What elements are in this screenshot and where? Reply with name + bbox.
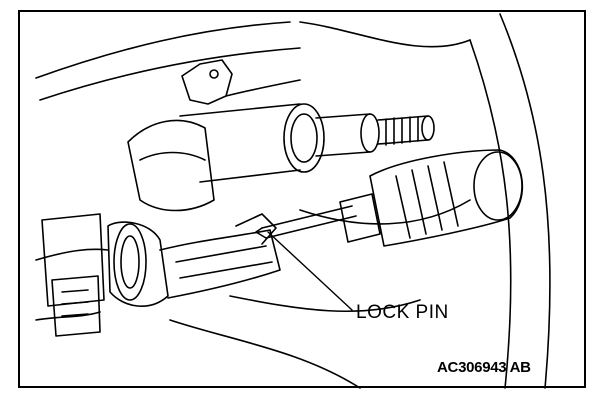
switch-housing-detail <box>139 151 206 161</box>
dash-curve-upper-2 <box>39 47 301 101</box>
connector-face-inner <box>120 235 140 289</box>
screwdriver-shaft-bottom <box>265 215 357 239</box>
harness-pins <box>61 289 89 317</box>
harness-block-2 <box>51 275 101 337</box>
connector-face <box>113 223 147 301</box>
lever-detail <box>175 245 273 279</box>
panel-line <box>299 21 471 48</box>
lower-arc <box>299 199 471 225</box>
dash-curve-right <box>499 13 551 389</box>
lower-cover-2 <box>229 295 421 313</box>
shaft-top <box>315 113 371 119</box>
handle-ferrule <box>339 193 381 243</box>
bracket-hole <box>209 69 219 79</box>
shaft-collar <box>360 113 380 153</box>
figure-code: AC306943 AB <box>437 359 531 376</box>
switch-housing <box>127 119 215 212</box>
column-tube-end-inner <box>290 113 318 163</box>
dash-curve-right-2 <box>469 39 512 389</box>
dash-curve-upper <box>35 21 291 79</box>
top-bracket <box>181 59 233 105</box>
shaft-bottom <box>315 151 371 157</box>
column-tube-end <box>283 103 325 173</box>
harness-block <box>41 213 105 307</box>
harness-wire <box>35 248 109 261</box>
column-tube-bottom <box>199 169 301 183</box>
screwdriver-shaft-top <box>261 205 353 229</box>
spline-teeth <box>385 116 419 146</box>
illustration-frame <box>18 10 586 388</box>
lever-assembly <box>159 229 281 299</box>
handle-body <box>369 149 524 247</box>
screwdriver-tip <box>255 227 267 239</box>
handle-grip-lines <box>395 161 459 239</box>
lock-pin-label: LOCK PIN <box>356 302 449 323</box>
bracket-arm <box>225 79 301 97</box>
lower-cover <box>169 319 361 389</box>
connector-body <box>107 221 169 307</box>
harness-wire-2 <box>35 311 101 321</box>
handle-end <box>473 151 523 221</box>
column-tube-top <box>179 103 301 117</box>
callout-leader <box>267 231 353 311</box>
spline-end <box>421 115 435 141</box>
lever-clip <box>235 213 277 245</box>
